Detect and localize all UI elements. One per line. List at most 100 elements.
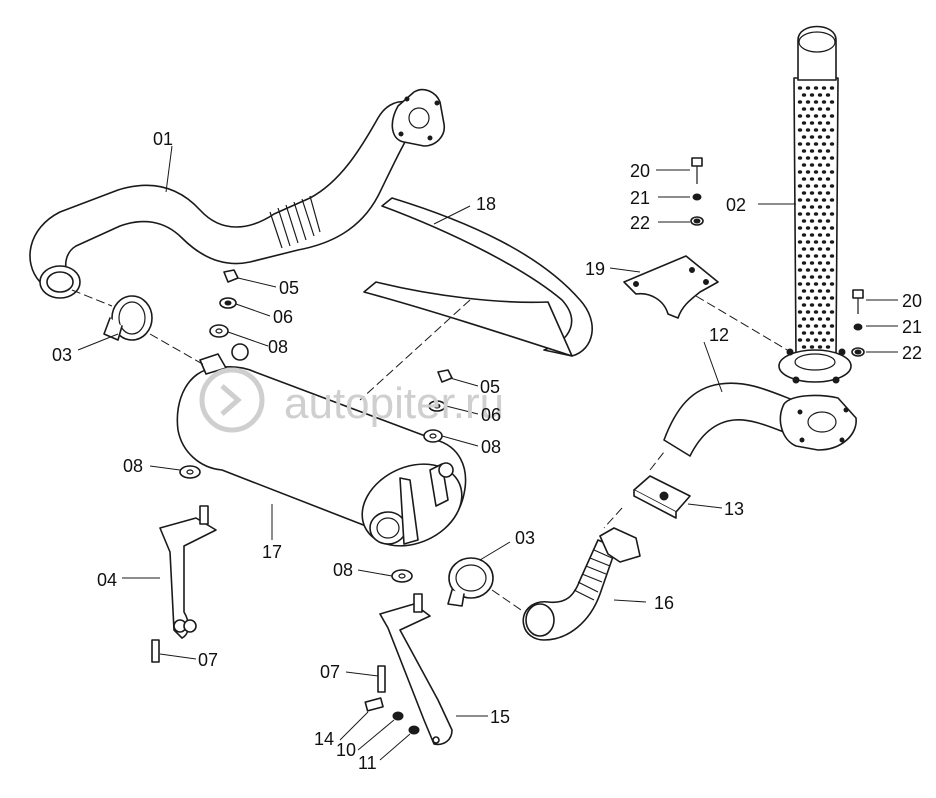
callout-12: 12 bbox=[709, 325, 729, 345]
perforation-hole bbox=[797, 310, 803, 314]
perforation-hole bbox=[821, 310, 827, 314]
perforation-hole bbox=[817, 163, 823, 167]
perforation-hole bbox=[797, 282, 803, 286]
callout-15: 15 bbox=[490, 707, 510, 727]
part-03-clamp-lower bbox=[447, 557, 494, 607]
perforation-hole bbox=[809, 345, 815, 349]
perforation-hole bbox=[821, 198, 827, 202]
callout-18: 18 bbox=[476, 194, 496, 214]
perforation-hole bbox=[825, 331, 831, 335]
perforation-hole bbox=[805, 128, 811, 132]
callout-20-upper: 20 bbox=[630, 161, 650, 181]
watermark-text: autopiter.ru bbox=[284, 379, 504, 428]
perforation-hole bbox=[829, 142, 835, 146]
perforation-hole bbox=[817, 233, 823, 237]
perforation-hole bbox=[797, 170, 803, 174]
perforation-hole bbox=[805, 184, 811, 188]
perforation-hole bbox=[813, 142, 819, 146]
callout-05-right: 05 bbox=[480, 377, 500, 397]
perforation-hole bbox=[821, 212, 827, 216]
callout-10: 10 bbox=[336, 740, 356, 760]
perforation-hole bbox=[801, 233, 807, 237]
perforation-hole bbox=[809, 247, 815, 251]
perforation-hole bbox=[825, 163, 831, 167]
perforation-hole bbox=[809, 93, 815, 97]
perforation-hole bbox=[797, 212, 803, 216]
perforation-hole bbox=[829, 212, 835, 216]
perforation-hole bbox=[829, 114, 835, 118]
perforation-hole bbox=[825, 107, 831, 111]
perforation-hole bbox=[801, 331, 807, 335]
perforation-hole bbox=[801, 345, 807, 349]
perforation-hole bbox=[805, 142, 811, 146]
callout-19: 19 bbox=[585, 259, 605, 279]
part-01-exhaust-pipe bbox=[29, 88, 446, 299]
perforation-hole bbox=[801, 261, 807, 265]
part-19-bracket bbox=[623, 255, 719, 319]
perforation-hole bbox=[817, 289, 823, 293]
perforation-hole bbox=[805, 86, 811, 90]
perforation-hole bbox=[801, 107, 807, 111]
callout-06-left: 06 bbox=[273, 307, 293, 327]
perforation-hole bbox=[829, 310, 835, 314]
perforation-hole bbox=[797, 100, 803, 104]
perforation-hole bbox=[813, 268, 819, 272]
perforation-hole bbox=[809, 261, 815, 265]
fasteners-05-06-08-right bbox=[423, 369, 453, 443]
perforation-hole bbox=[809, 317, 815, 321]
perforation-hole bbox=[817, 219, 823, 223]
perforation-hole bbox=[817, 135, 823, 139]
washer-08-left bbox=[179, 465, 201, 479]
perforation-hole bbox=[817, 93, 823, 97]
callout-07-left: 07 bbox=[198, 650, 218, 670]
perforation-hole bbox=[813, 128, 819, 132]
perforation-hole bbox=[801, 303, 807, 307]
fasteners-20-21-22-upper bbox=[690, 157, 704, 226]
perforation-hole bbox=[801, 289, 807, 293]
perforation-hole bbox=[813, 156, 819, 160]
perforation-hole bbox=[801, 149, 807, 153]
perforation-hole bbox=[809, 107, 815, 111]
perforation-hole bbox=[809, 135, 815, 139]
perforation-hole bbox=[821, 324, 827, 328]
callout-08-upper-right: 08 bbox=[481, 437, 501, 457]
perforation-hole bbox=[797, 324, 803, 328]
perforation-hole bbox=[801, 163, 807, 167]
perforation-hole bbox=[809, 191, 815, 195]
callout-08-left: 08 bbox=[123, 456, 143, 476]
perforation-hole bbox=[813, 338, 819, 342]
perforation-hole bbox=[813, 226, 819, 230]
perforation-hole bbox=[821, 338, 827, 342]
washer-08-lower bbox=[391, 569, 413, 583]
perforation-hole bbox=[809, 149, 815, 153]
perforation-hole bbox=[817, 261, 823, 265]
perforation-hole bbox=[801, 177, 807, 181]
perforation-hole bbox=[829, 254, 835, 258]
perforation-hole bbox=[825, 261, 831, 265]
callout-03-lower: 03 bbox=[515, 528, 535, 548]
perforation-hole bbox=[825, 177, 831, 181]
perforation-hole bbox=[797, 268, 803, 272]
perforation-hole bbox=[801, 93, 807, 97]
perforation-hole bbox=[809, 205, 815, 209]
perforation-hole bbox=[801, 191, 807, 195]
perforation-hole bbox=[821, 254, 827, 258]
assembly-axis-lines bbox=[71, 289, 795, 613]
perforation-hole bbox=[805, 212, 811, 216]
callout-labels: 01 02 03 03 04 05 05 06 06 07 07 08 08 0… bbox=[52, 129, 922, 773]
perforation-hole bbox=[797, 156, 803, 160]
perforation-hole bbox=[809, 289, 815, 293]
perforation-hole bbox=[809, 275, 815, 279]
perforation-hole bbox=[809, 163, 815, 167]
perforation-hole bbox=[813, 254, 819, 258]
perforation-hole bbox=[821, 114, 827, 118]
perforation-hole bbox=[809, 303, 815, 307]
perforation-hole bbox=[805, 338, 811, 342]
perforation-hole bbox=[797, 296, 803, 300]
callout-17: 17 bbox=[262, 542, 282, 562]
perforation-hole bbox=[825, 233, 831, 237]
perforation-hole bbox=[813, 310, 819, 314]
perforation-hole bbox=[829, 170, 835, 174]
